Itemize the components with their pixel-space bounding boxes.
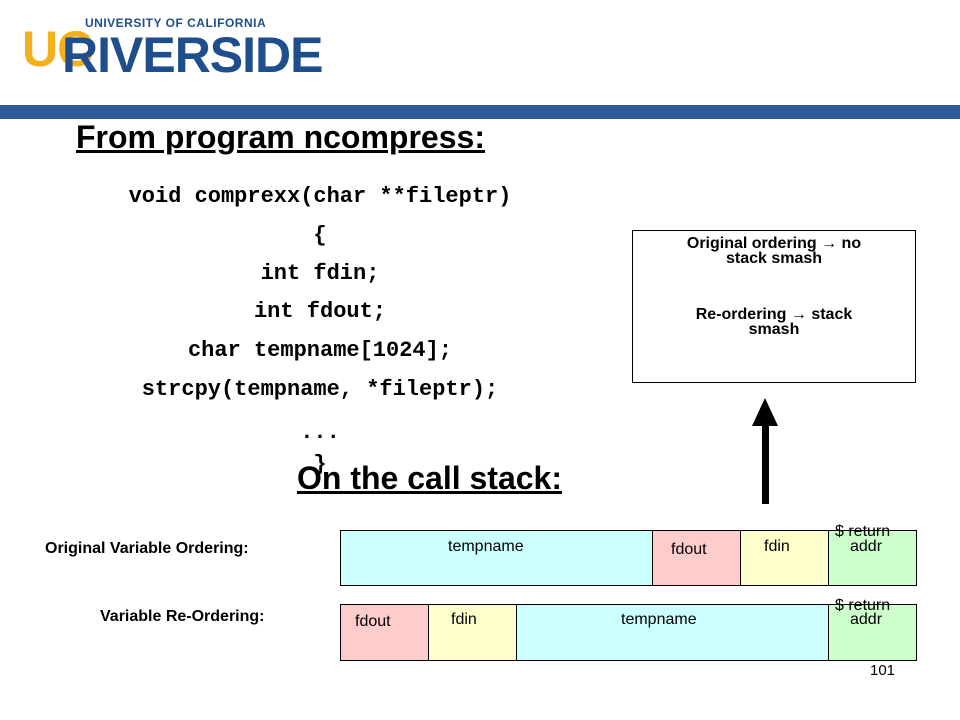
stack-cell-label: fdout	[671, 541, 707, 558]
callout-line-1a: Original ordering → no	[686, 235, 862, 252]
stack-cell-fdin: fdin	[740, 530, 829, 586]
stack-cell-tempname: tempname	[516, 604, 829, 661]
stack-cell-label: addr	[850, 611, 883, 628]
code-line-2: {	[313, 223, 327, 248]
callout-box: Original ordering → no stack smash Re-or…	[632, 230, 916, 383]
code-line-7: ...	[300, 420, 340, 445]
return-label: $ return	[835, 597, 891, 614]
reordering-label: Variable Re-Ordering:	[100, 608, 265, 625]
call-stack-heading: On the call stack:	[297, 460, 562, 496]
up-arrow-head	[752, 398, 778, 426]
stack-cell-label: fdin	[764, 538, 790, 555]
original-ordering-label: Original Variable Ordering:	[45, 540, 249, 557]
callout-line-2b: smash	[748, 321, 800, 338]
stack-cell-fdin: fdin	[428, 604, 517, 661]
code-line-5: char tempname[1024];	[187, 338, 453, 363]
logo-riverside: RIVERSIDE	[62, 27, 324, 83]
stack-cell-return-addr: addr	[828, 530, 917, 586]
stack-cell-label: addr	[850, 538, 883, 555]
stack-cell-fdout: fdout	[652, 530, 741, 586]
return-label: $ return	[835, 523, 891, 540]
code-line-1: void comprexx(char **fileptr)	[128, 184, 512, 209]
logo-university-text: UNIVERSITY OF CALIFORNIA	[85, 16, 267, 30]
code-line-8: }	[313, 452, 327, 477]
stack-cell-label: tempname	[448, 538, 524, 555]
slide-title: From program ncompress:	[76, 119, 485, 155]
code-line-6: strcpy(tempname, *fileptr);	[141, 377, 499, 402]
header-band	[0, 105, 960, 119]
logo-uc: UC	[22, 21, 93, 77]
callout-line-2a: Re-ordering → stack	[695, 306, 853, 323]
stack-cell-label: fdin	[451, 611, 477, 628]
stack-cell-label: tempname	[621, 611, 697, 628]
stack-cell-label: fdout	[355, 613, 391, 630]
stack-cell-return-addr: addr	[828, 604, 917, 661]
code-line-3: int fdin;	[260, 261, 380, 286]
code-line-4: int fdout;	[253, 299, 387, 324]
stack-cell-tempname: tempname	[340, 530, 653, 586]
stack-cell-fdout: fdout	[340, 604, 429, 661]
up-arrow-shaft	[762, 422, 769, 504]
callout-line-1b: stack smash	[725, 250, 823, 267]
page-number: 101	[870, 662, 896, 679]
